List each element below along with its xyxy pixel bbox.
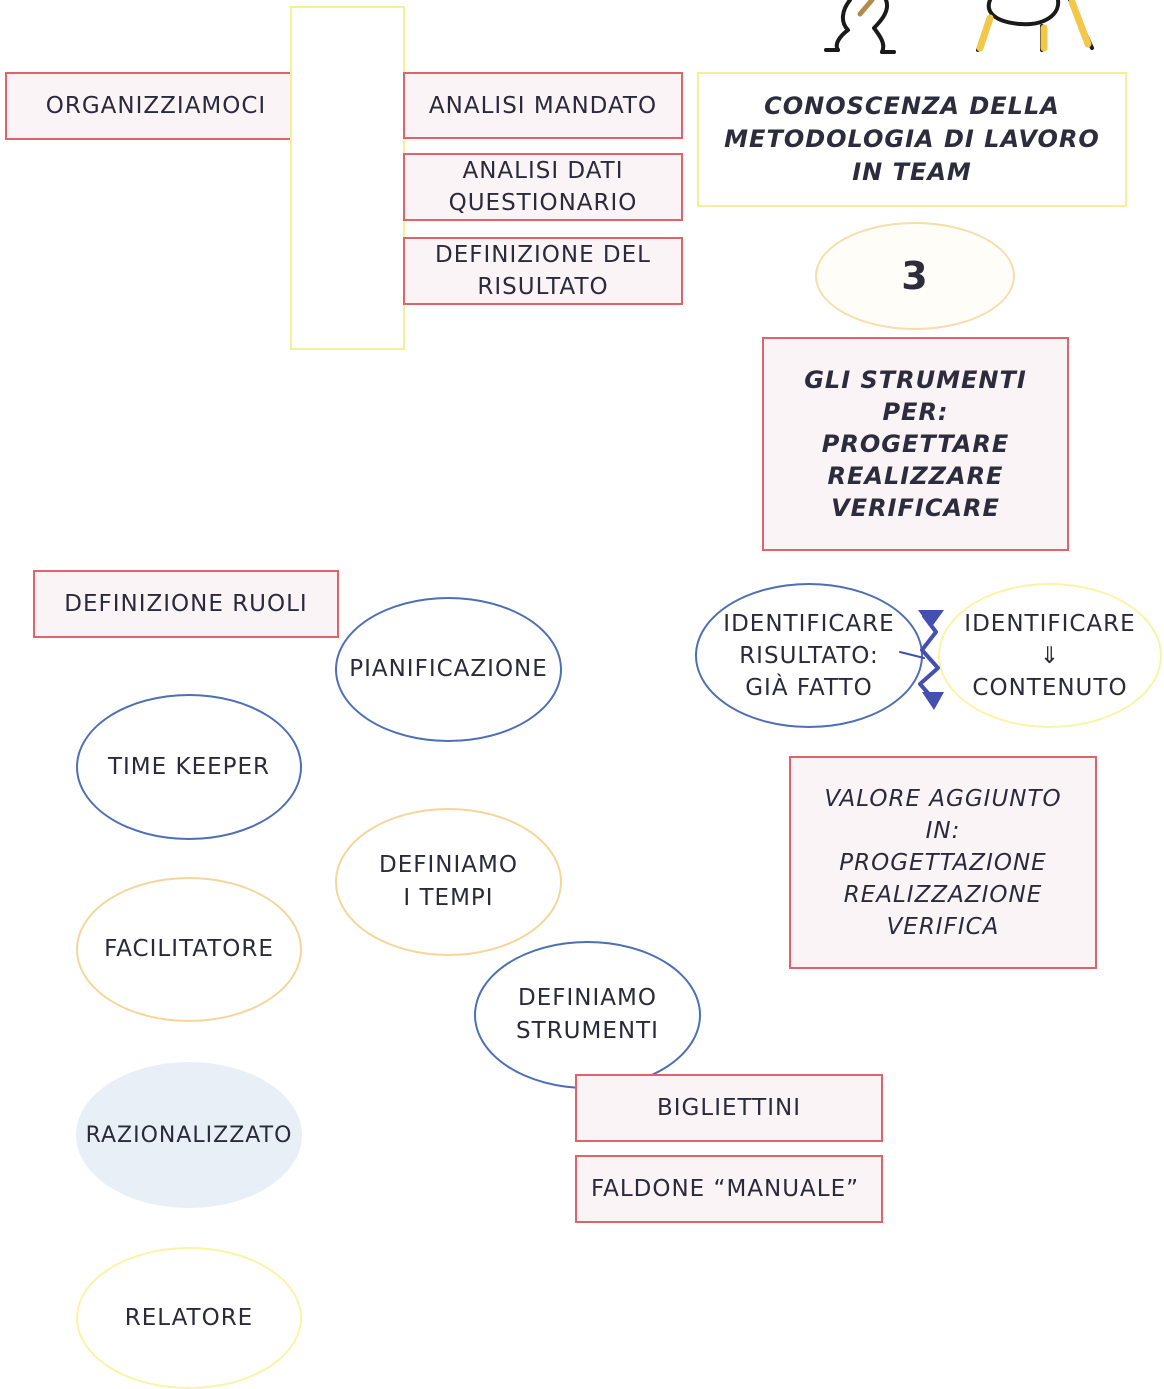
facilitatore-label: FACILITATORE xyxy=(104,936,274,962)
cartoon-figure-with-easel-icon xyxy=(824,0,1094,54)
time-keeper-ellipse: TIME KEEPER xyxy=(76,694,302,840)
relatore-ellipse: RELATORE xyxy=(76,1247,302,1389)
organizziamoci-box: ORGANIZZIAMOCI xyxy=(5,72,307,140)
definizione-risultato-label: DEFINIZIONE DEL RISULTATO xyxy=(435,242,651,300)
identificare-risultato-ellipse: IDENTIFICARE RISULTATO: GIÀ FATTO xyxy=(695,583,923,728)
definizione-risultato-box: DEFINIZIONE DEL RISULTATO xyxy=(403,237,683,305)
conoscenza-label: CONOSCENZA DELLA METODOLOGIA DI LAVORO I… xyxy=(724,92,1100,186)
bigliettini-box: BIGLIETTINI xyxy=(575,1074,883,1142)
definizione-ruoli-label: DEFINIZIONE RUOLI xyxy=(64,591,308,617)
facilitatore-ellipse: FACILITATORE xyxy=(76,877,302,1022)
faldone-box: FALDONE “MANUALE” xyxy=(575,1155,883,1223)
identificare-risultato-label: IDENTIFICARE RISULTATO: GIÀ FATTO xyxy=(723,610,895,701)
razionalizzato-label: RAZIONALIZZATO xyxy=(85,1122,293,1148)
step-number-ellipse: 3 xyxy=(815,222,1015,330)
definiamo-strumenti-ellipse: DEFINIAMO STRUMENTI xyxy=(474,941,701,1089)
faldone-label: FALDONE “MANUALE” xyxy=(591,1176,860,1202)
zigzag-down-arrow-icon xyxy=(899,610,944,710)
relatore-label: RELATORE xyxy=(124,1304,254,1331)
analisi-mandato-label: ANALISI MANDATO xyxy=(428,92,658,119)
definiamo-tempi-ellipse: DEFINIAMO I TEMPI xyxy=(335,808,562,956)
bigliettini-label: BIGLIETTINI xyxy=(657,1095,801,1121)
razionalizzato-ellipse: RAZIONALIZZATO xyxy=(76,1062,302,1208)
analisi-mandato-box: ANALISI MANDATO xyxy=(403,72,683,139)
connector-bracket xyxy=(290,6,405,350)
definizione-ruoli-box: DEFINIZIONE RUOLI xyxy=(33,570,339,638)
strumenti-label: GLI STRUMENTI PER: PROGETTARE REALIZZARE… xyxy=(804,366,1027,522)
organizziamoci-label: ORGANIZZIAMOCI xyxy=(45,93,267,119)
strumenti-box: GLI STRUMENTI PER: PROGETTARE REALIZZARE… xyxy=(762,337,1069,551)
valore-aggiunto-label: VALORE AGGIUNTO IN: PROGETTAZIONE REALIZ… xyxy=(824,785,1062,940)
valore-aggiunto-box: VALORE AGGIUNTO IN: PROGETTAZIONE REALIZ… xyxy=(789,756,1097,969)
identificare-contenuto-label: IDENTIFICARE ⇓ CONTENUTO xyxy=(964,610,1136,701)
definiamo-tempi-label: DEFINIAMO I TEMPI xyxy=(379,852,518,911)
analisi-dati-box: ANALISI DATI QUESTIONARIO xyxy=(403,153,683,221)
conoscenza-box: CONOSCENZA DELLA METODOLOGIA DI LAVORO I… xyxy=(697,72,1127,207)
definiamo-strumenti-label: DEFINIAMO STRUMENTI xyxy=(516,985,659,1044)
pianificazione-ellipse: PIANIFICAZIONE xyxy=(335,597,562,742)
step-number: 3 xyxy=(901,253,929,298)
time-keeper-label: TIME KEEPER xyxy=(107,753,271,780)
pianificazione-label: PIANIFICAZIONE xyxy=(349,656,548,682)
identificare-contenuto-ellipse: IDENTIFICARE ⇓ CONTENUTO xyxy=(938,583,1162,728)
analisi-dati-label: ANALISI DATI QUESTIONARIO xyxy=(448,158,638,216)
